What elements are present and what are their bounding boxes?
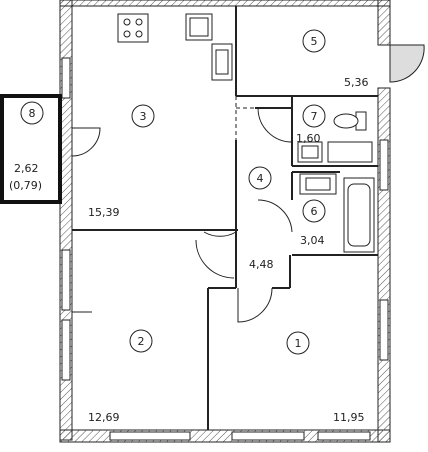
room-5-label: 5: [302, 29, 326, 53]
room-7-area: 1,60: [296, 132, 321, 145]
fixtures: [117, 13, 375, 253]
svg-text:1: 1: [295, 337, 302, 350]
windows: [61, 57, 389, 441]
zone-dashed-lines: [235, 96, 255, 140]
room-6-label: 6: [302, 199, 326, 223]
room-7-label: 7: [302, 104, 326, 128]
room-4-label: 4: [248, 166, 272, 190]
room-5-area: 5,36: [344, 76, 369, 89]
room-6-area: 3,04: [300, 234, 325, 247]
svg-text:4: 4: [257, 172, 264, 185]
svg-text:5: 5: [311, 35, 318, 48]
svg-text:2: 2: [138, 335, 145, 348]
room-8-area: 2,62: [14, 162, 39, 175]
svg-text:6: 6: [311, 205, 318, 218]
svg-text:3: 3: [140, 110, 147, 123]
room-8-label: 8: [20, 101, 44, 125]
stove-icon: [117, 13, 149, 43]
door-swings: [71, 44, 425, 323]
room-4-area: 4,48: [249, 258, 274, 271]
room-3-area: 15,39: [88, 206, 120, 219]
balcony-outline: [0, 94, 62, 204]
room-2-label: 2: [129, 329, 153, 353]
toilet-icon: [333, 111, 367, 131]
room-1-area: 11,95: [333, 411, 365, 424]
room-3-label: 3: [131, 104, 155, 128]
room-2-area: 12,69: [88, 411, 120, 424]
room-1-label: 1: [286, 331, 310, 355]
svg-text:7: 7: [311, 110, 318, 123]
room-8-area-alt: (0,79): [9, 179, 42, 192]
svg-text:8: 8: [29, 107, 36, 120]
